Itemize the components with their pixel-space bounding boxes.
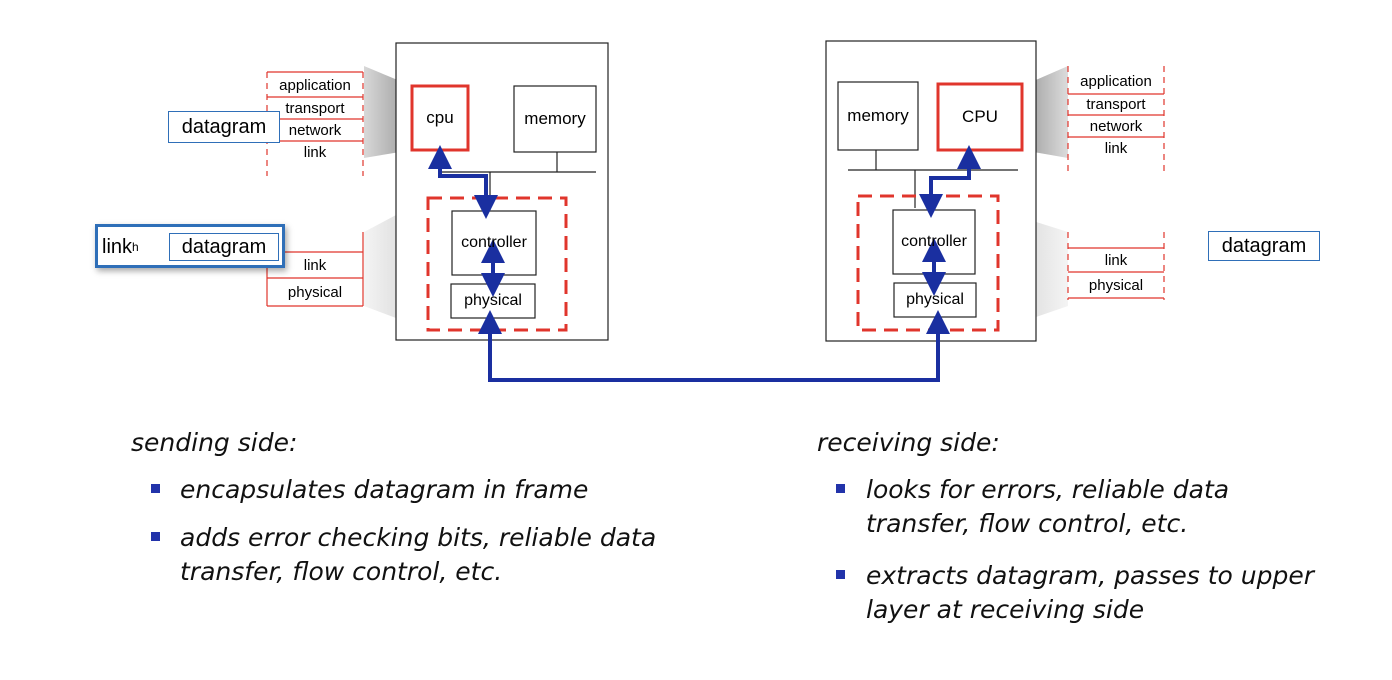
sender-stack-link: link [303,143,327,161]
receiver-datagram-box: datagram [1208,231,1320,261]
frame-header-label: link [102,235,133,258]
receiver-upper-stack-lines [1067,66,1165,172]
network-adapter-diagram [266,40,1165,382]
sending-bullet-2-line-1: adds error checking bits, reliable data [180,523,657,552]
sender-controller-label: controller [461,234,527,251]
receiver-physical-label: physical [906,291,964,308]
receiving-bullet-1-marker [836,484,845,493]
receiving-bullet-2-marker [836,570,845,579]
receiver-memory-label: memory [847,106,909,125]
receiver-stack-transport: transport [1086,96,1146,113]
receiver-cpu-label: CPU [962,107,998,126]
receiving-bullet-1-line-2: transfer, flow control, etc. [866,509,1189,538]
receiving-bullet-1: looks for errors, reliable data transfer… [866,473,1386,541]
sender-upper-stack-lines [266,71,364,176]
frame-datagram-box: datagram [169,233,279,261]
receiving-bullet-2: extracts datagram, passes to upper layer… [866,559,1386,627]
sending-bullet-2: adds error checking bits, reliable data … [180,521,780,589]
receiver-cpu-box [936,82,1024,152]
sender-lower-physical: physical [287,283,343,301]
receiving-side-title: receiving side: [817,428,1000,457]
receiver-stack-network: network [1089,117,1143,135]
receiving-bullet-2-line-1: extracts datagram, passes to upper [866,561,1314,590]
blue-bus-arrows [428,145,981,382]
receiver-controller-cpu-arrow [919,145,981,218]
receiver-stack-application: application [1080,72,1152,90]
receiver-lower-stack-lines [1067,232,1165,300]
sender-datagram-box: datagram [168,111,280,143]
sender-cpu-box [410,84,470,152]
receiver-lower-link: link [1104,252,1128,269]
sender-memory-label: memory [524,109,586,128]
wire-arrow [478,310,950,382]
frame-header-subscript: h [132,240,139,254]
sending-bullet-1: encapsulates datagram in frame [180,473,740,507]
sending-side-title: sending side: [131,428,298,457]
sending-bullet-2-line-2: transfer, flow control, etc. [180,557,503,586]
receiver-lower-physical: physical [1088,276,1144,294]
receiving-bullet-1-line-1: looks for errors, reliable data [866,475,1230,504]
sender-cpu-controller-arrow [428,145,498,219]
sending-bullet-1-line-1: encapsulates datagram in frame [180,475,589,504]
receiving-bullet-2-line-2: layer at receiving side [866,595,1145,624]
receiver-controller-label: controller [901,233,967,250]
sender-stack-application: application [279,76,351,94]
sender-memory-box [513,85,597,153]
receiver-stack-link: link [1104,139,1128,157]
sender-lower-link: link [303,256,327,274]
sending-bullet-1-marker [151,484,160,493]
sender-physical-label: physical [464,292,522,309]
sender-stack-network: network [288,121,342,139]
sender-stack-transport: transport [285,99,345,117]
sender-cpu-label: cpu [426,108,454,127]
sending-bullet-2-marker [151,532,160,541]
receiver-memory-box [837,81,919,151]
